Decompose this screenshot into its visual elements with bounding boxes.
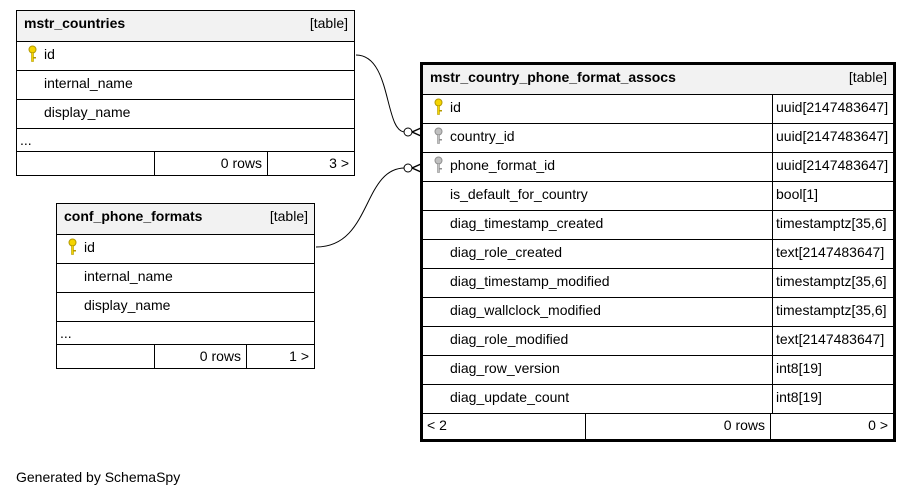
column-name: diag_update_count [450,389,570,405]
column-type: timestamptz[35,6] [772,211,887,239]
footer-children-link[interactable]: 1 > [246,345,314,368]
column-name: display_name [84,297,171,313]
column-type: bool[1] [772,182,818,210]
footer-parents-link[interactable]: < 2 [427,417,447,433]
more-columns-ellipsis: ... [60,325,72,341]
table-name: mstr_country_phone_format_assocs [430,69,676,85]
foreign-key-icon [434,127,443,144]
column-name: diag_role_modified [450,331,569,347]
foreign-key-icon [434,156,443,173]
column-name: diag_wallclock_modified [450,302,601,318]
column-name: id [44,46,55,62]
column-type: uuid[2147483647] [772,153,888,181]
column-type: int8[19] [772,385,822,413]
column-row[interactable]: phone_format_id uuid[2147483647] [423,153,893,182]
countries-link-optional-marker [403,127,413,137]
table-name: conf_phone_formats [64,208,203,224]
column-type: timestamptz[35,6] [772,298,887,326]
column-row[interactable]: diag_timestamp_modified timestamptz[35,6… [423,269,893,298]
column-name: id [84,239,95,255]
table-name: mstr_countries [24,15,126,31]
primary-key-icon [28,45,37,62]
column-type: int8[19] [772,356,822,384]
table-kind: [table] [269,208,308,224]
column-name: display_name [44,104,131,120]
footer-children-link[interactable]: 3 > [267,152,354,175]
column-row[interactable]: diag_row_version int8[19] [423,356,893,385]
table-kind: [table] [848,69,887,85]
table-footer: 0 rows 1 > [57,345,314,368]
more-columns-ellipsis: ... [20,132,32,148]
assocs-table[interactable]: mstr_country_phone_format_assocs [table]… [420,62,896,442]
footer-children-link[interactable]: 0 > [770,414,893,439]
table-header: mstr_country_phone_format_assocs [table] [423,65,893,95]
column-row[interactable]: diag_wallclock_modified timestamptz[35,6… [423,298,893,327]
table-footer: 0 rows 3 > [17,152,354,175]
column-row[interactable]: country_id uuid[2147483647] [423,124,893,153]
footer-row-count: 0 rows [154,345,246,368]
column-type: text[2147483647] [772,240,884,268]
column-row[interactable]: id [57,235,314,264]
table-header: mstr_countries [table] [17,11,354,42]
phone-formats-link-optional-marker [403,163,413,173]
column-name: id [450,99,461,115]
relationship-countries-link [355,54,406,133]
column-name: is_default_for_country [450,186,588,202]
primary-key-icon [434,98,443,115]
column-name: country_id [450,128,515,144]
column-type: timestamptz[35,6] [772,269,887,297]
column-row[interactable]: id [17,42,354,71]
column-row[interactable]: diag_timestamp_created timestamptz[35,6] [423,211,893,240]
column-name: internal_name [44,75,133,91]
column-row[interactable]: diag_role_modified text[2147483647] [423,327,893,356]
footer-parents-cell [57,345,154,368]
column-name: diag_role_created [450,244,563,260]
column-type: text[2147483647] [772,327,884,355]
column-type: uuid[2147483647] [772,124,888,152]
column-name: diag_timestamp_created [450,215,604,231]
column-row[interactable]: display_name [57,293,314,322]
column-type: uuid[2147483647] [772,95,888,123]
footer-row-count: 0 rows [585,414,770,439]
more-columns-row: ... [17,129,354,152]
column-row[interactable]: internal_name [17,71,354,100]
more-columns-row: ... [57,322,314,345]
column-name: diag_timestamp_modified [450,273,610,289]
column-name: internal_name [84,268,173,284]
footer-row-count: 0 rows [154,152,267,175]
table-footer: < 2 0 rows 0 > [423,414,893,439]
conf-phone-formats-table[interactable]: conf_phone_formats [table] id internal_n… [56,203,315,369]
mstr-countries-table[interactable]: mstr_countries [table] id internal_name … [16,10,355,176]
column-row[interactable]: id uuid[2147483647] [423,95,893,124]
generator-credit: Generated by SchemaSpy [16,469,181,485]
table-kind: [table] [309,15,348,31]
column-row[interactable]: internal_name [57,264,314,293]
column-name: phone_format_id [450,157,556,173]
primary-key-icon [68,238,77,255]
column-row[interactable]: diag_update_count int8[19] [423,385,893,414]
column-row[interactable]: diag_role_created text[2147483647] [423,240,893,269]
phone-formats-link-crowfoot [411,163,422,173]
table-header: conf_phone_formats [table] [57,204,314,235]
column-name: diag_row_version [450,360,560,376]
column-row[interactable]: is_default_for_country bool[1] [423,182,893,211]
countries-link-crowfoot [411,127,422,137]
footer-parents-cell [17,152,154,175]
column-row[interactable]: display_name [17,100,354,129]
relationship-phone-formats-link [315,167,406,248]
